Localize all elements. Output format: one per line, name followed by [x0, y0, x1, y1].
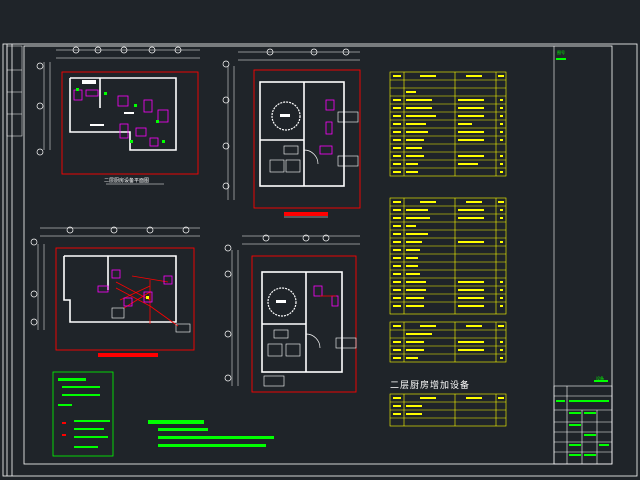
title-block-top-label: 图号 — [557, 50, 565, 55]
equipment-table-2 — [389, 197, 507, 315]
floor-plan-3 — [30, 226, 200, 357]
section-title-kitchen-equipment: 二层厨房增加设备 — [390, 381, 471, 391]
title-block-fill — [556, 58, 609, 456]
equipment-table-2-text — [393, 201, 504, 307]
equipment-table-1 — [389, 71, 507, 177]
title-block — [553, 46, 613, 465]
drawing-frame — [2, 43, 638, 477]
equipment-table-4-text — [393, 397, 504, 415]
legend-box — [52, 371, 114, 457]
equipment-table-4 — [389, 393, 507, 427]
title-block-bottom-label: 设备 — [596, 376, 604, 381]
floor-plan-1 — [36, 46, 200, 185]
plan-caption-1: 二层厨房设备平面图 — [104, 178, 150, 184]
general-notes — [148, 420, 274, 447]
binding-strip — [6, 45, 23, 137]
floor-plan-4 — [224, 234, 360, 393]
equipment-table-3 — [389, 321, 507, 363]
floor-plan-2 — [222, 48, 361, 218]
equipment-table-1-text — [393, 75, 504, 173]
equipment-table-3-text — [393, 325, 504, 359]
